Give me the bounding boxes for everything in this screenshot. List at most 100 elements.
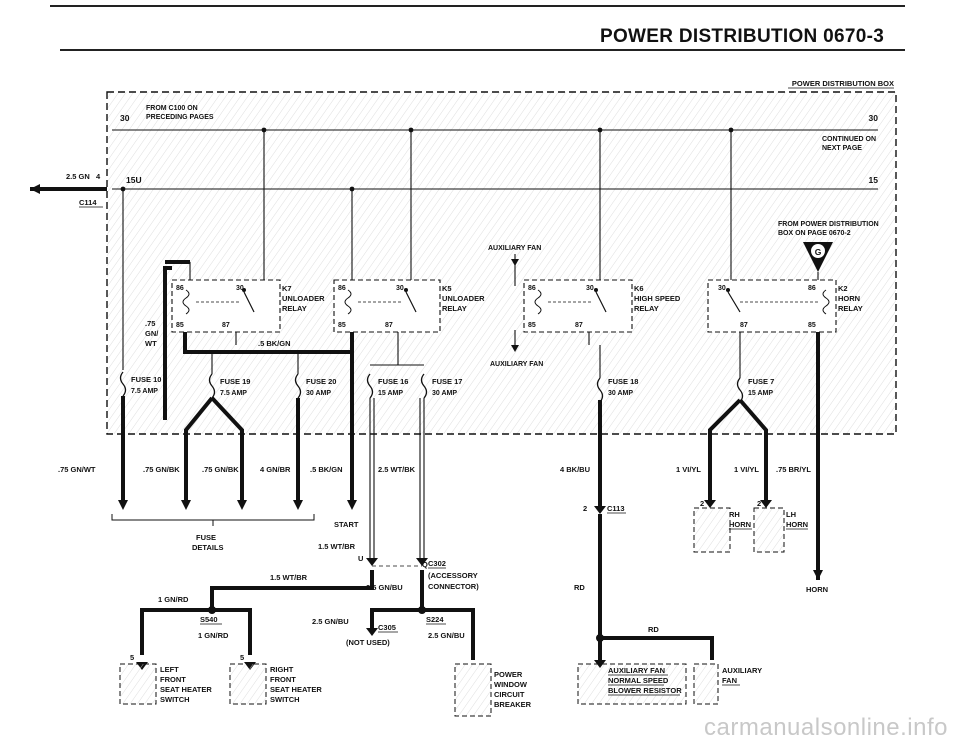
fuse-17: FUSE 17 30 AMP: [420, 373, 462, 399]
svg-text:G: G: [815, 247, 822, 257]
svg-text:FUSE 17: FUSE 17: [432, 377, 462, 386]
fuse-details-bracket: [111, 514, 315, 526]
not-used-label: (NOT USED): [346, 638, 390, 647]
svg-text:BREAKER: BREAKER: [494, 700, 532, 709]
wire-1viyl-a: 1 VI/YL: [676, 465, 701, 474]
aux-fan-mid-label: AUXILIARY FAN: [490, 361, 543, 368]
term-30-right-label: 30: [869, 113, 879, 123]
connector-c113: 2 C113: [583, 504, 626, 514]
input-wire: 2.5 GN 4 C114: [30, 172, 107, 208]
wire-4gnbr: 4 GN/BR: [260, 465, 291, 474]
page-title: POWER DISTRIBUTION 0670-3: [600, 26, 885, 47]
svg-text:FRONT: FRONT: [160, 675, 186, 684]
bus-30: 30 FROM C100 ON PRECEDING PAGES 30 CONTI…: [112, 105, 878, 152]
svg-text:30 AMP: 30 AMP: [608, 390, 633, 397]
svg-text:15 AMP: 15 AMP: [748, 390, 773, 397]
svg-text:5: 5: [130, 653, 134, 662]
fuse-details-2: DETAILS: [192, 543, 224, 552]
svg-text:RELAY: RELAY: [838, 304, 863, 313]
svg-text:5: 5: [240, 653, 244, 662]
pdb-title: POWER DISTRIBUTION BOX: [792, 79, 894, 88]
relay-k5: 86 30 85 87 K5 UNLOADER RELAY: [333, 279, 485, 333]
fuse-details-1: FUSE: [196, 533, 216, 542]
svg-text:FUSE 19: FUSE 19: [220, 377, 250, 386]
fuse-18: FUSE 18 30 AMP: [596, 377, 638, 403]
svg-text:30 AMP: 30 AMP: [306, 390, 331, 397]
svg-text:POWER: POWER: [494, 670, 523, 679]
svg-text:HORN: HORN: [786, 520, 808, 529]
aux-fan: AUXILIARY FAN: [693, 663, 762, 705]
term-15-right-label: 15: [869, 175, 879, 185]
wire-75gnbk-b: .75 GN/BK: [202, 465, 239, 474]
continued-line1: CONTINUED ON: [822, 136, 876, 143]
term-30-label: 30: [120, 113, 130, 123]
svg-text:FRONT: FRONT: [270, 675, 296, 684]
svg-text:7.5 AMP: 7.5 AMP: [131, 388, 158, 395]
svg-text:87: 87: [575, 322, 583, 329]
from-c100-line2: PRECEDING PAGES: [146, 114, 214, 121]
svg-text:WINDOW: WINDOW: [494, 680, 528, 689]
fuse-7: FUSE 7 15 AMP: [736, 377, 774, 403]
wire-25gnbu-b: 2.5 GN/BU: [312, 617, 349, 626]
svg-text:K2: K2: [838, 284, 848, 293]
svg-text:2: 2: [700, 499, 704, 508]
svg-text:85: 85: [528, 322, 536, 329]
svg-text:7.5 AMP: 7.5 AMP: [220, 390, 247, 397]
svg-text:HIGH SPEED: HIGH SPEED: [634, 294, 681, 303]
svg-text:SWITCH: SWITCH: [160, 695, 190, 704]
wire-gn-wt-75-c: WT: [145, 339, 157, 348]
from-pdb-line1: FROM POWER DISTRIBUTION: [778, 221, 879, 228]
power-window-breaker: POWER WINDOW CIRCUIT BREAKER: [454, 663, 532, 717]
svg-text:87: 87: [222, 322, 230, 329]
horn-label: HORN: [806, 585, 828, 594]
term-15u-label: 15U: [126, 175, 142, 185]
svg-text:HORN: HORN: [838, 294, 860, 303]
svg-text:UNLOADER: UNLOADER: [282, 294, 325, 303]
svg-text:86: 86: [176, 285, 184, 292]
wire-25gnbu-a: 2.5 GN/BU: [366, 583, 403, 592]
input-pin-label: 4: [96, 172, 101, 181]
svg-text:30: 30: [586, 285, 594, 292]
svg-text:NORMAL SPEED: NORMAL SPEED: [608, 676, 669, 685]
wire-5bkgn: .5 BK/GN: [310, 465, 343, 474]
continued-line2: NEXT PAGE: [822, 145, 862, 152]
wire-1gnrd-a: 1 GN/RD: [158, 595, 189, 604]
wire-start: START: [334, 520, 359, 529]
svg-text:FUSE 16: FUSE 16: [378, 377, 408, 386]
svg-text:FUSE 18: FUSE 18: [608, 377, 638, 386]
svg-text:K6: K6: [634, 284, 644, 293]
input-connector-label: C114: [79, 198, 97, 207]
svg-text:85: 85: [808, 322, 816, 329]
aux-fan-resistor: AUXILIARY FAN NORMAL SPEED BLOWER RESIST…: [577, 660, 687, 705]
from-c100-line1: FROM C100 ON: [146, 105, 198, 112]
svg-text:UNLOADER: UNLOADER: [442, 294, 485, 303]
svg-text:CONNECTOR): CONNECTOR): [428, 582, 479, 591]
wire-15wtbr-a: 1.5 WT/BR: [318, 542, 356, 551]
right-seat-heater-switch: 5 RIGHT FRONT SEAT HEATER SWITCH: [229, 653, 322, 705]
outgoing-wires: [121, 332, 768, 506]
svg-text:BLOWER RESISTOR: BLOWER RESISTOR: [608, 686, 682, 695]
wire-bk-gn-5: .5 BK/GN: [258, 339, 291, 348]
svg-text:AUXILIARY: AUXILIARY: [722, 666, 762, 675]
svg-text:SEAT HEATER: SEAT HEATER: [270, 685, 322, 694]
svg-text:RELAY: RELAY: [282, 304, 307, 313]
svg-text:86: 86: [338, 285, 346, 292]
svg-text:RELAY: RELAY: [442, 304, 467, 313]
pdb-box: [106, 91, 897, 435]
wire-75bryl: .75 BR/YL: [776, 465, 811, 474]
svg-text:2: 2: [583, 504, 587, 513]
svg-text:LH: LH: [786, 510, 796, 519]
svg-text:30 AMP: 30 AMP: [432, 390, 457, 397]
svg-text:85: 85: [338, 322, 346, 329]
wire-15wtbr-b: 1.5 WT/BR: [270, 573, 308, 582]
fuse-16: FUSE 16 15 AMP: [366, 373, 408, 399]
svg-text:C113: C113: [607, 504, 625, 513]
start-wire: [369, 398, 425, 560]
relay-k2: 30 86 87 85 K2 HORN RELAY: [707, 279, 863, 333]
svg-text:C302: C302: [428, 559, 446, 568]
svg-text:87: 87: [740, 322, 748, 329]
connector-s224: S224: [426, 615, 444, 624]
connector-c305: C305: [378, 623, 396, 632]
